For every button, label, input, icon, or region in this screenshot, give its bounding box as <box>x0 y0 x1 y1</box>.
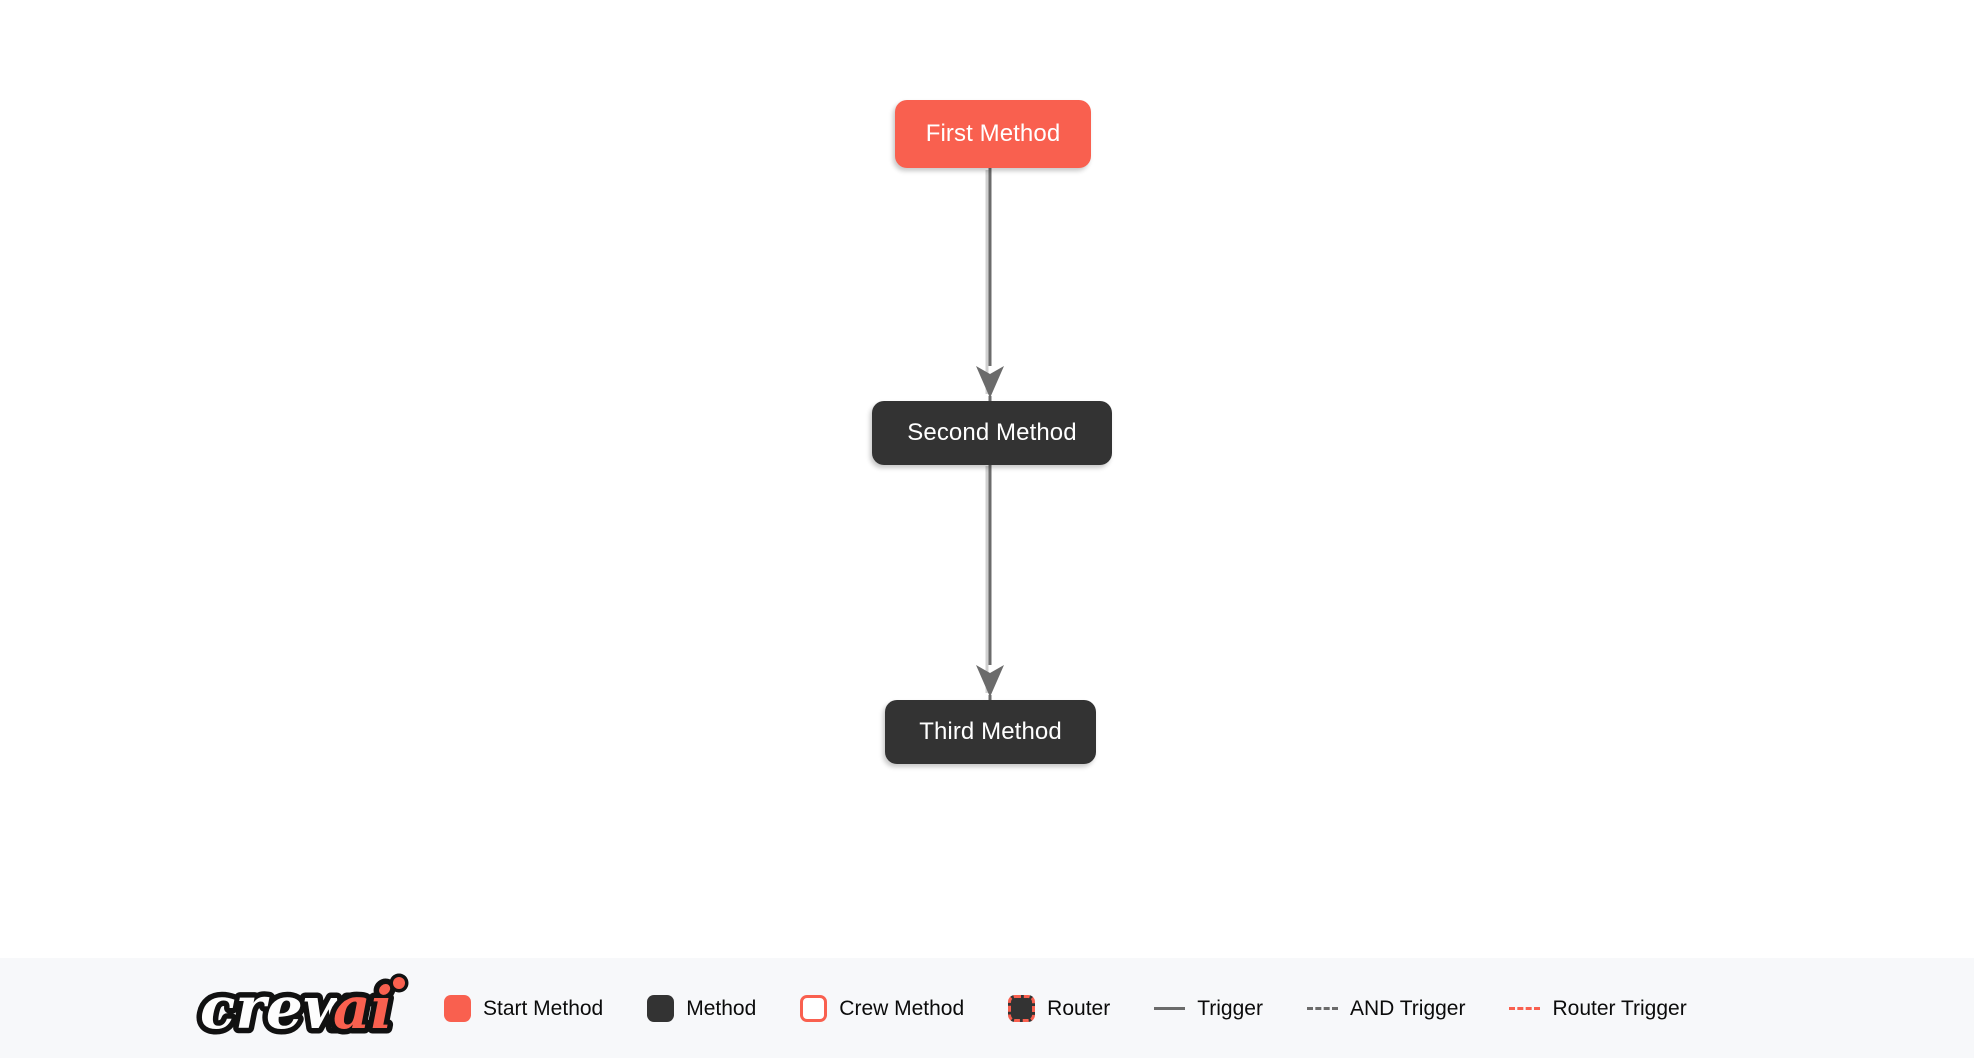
legend-item-label: Method <box>686 996 757 1020</box>
and-trigger-line-icon <box>1306 1006 1338 1010</box>
legend-item-label: Router <box>1047 996 1111 1020</box>
legend-item-label: AND Trigger <box>1349 996 1466 1020</box>
legend-item-crew-method[interactable]: Crew Method <box>800 994 965 1022</box>
legend-item-router[interactable]: Router <box>1008 994 1111 1022</box>
trigger-line-icon <box>1154 1006 1186 1010</box>
legend-item-and-trigger[interactable]: AND Trigger <box>1306 996 1466 1020</box>
legend-item-start-method[interactable]: Start Method <box>444 994 604 1022</box>
legend-item-label: Trigger <box>1197 996 1263 1020</box>
legend-item-label: Crew Method <box>839 996 965 1020</box>
legend-items: Start Method Method Crew Method Router T… <box>444 994 1974 1022</box>
router-trigger-line-icon <box>1509 1006 1541 1010</box>
flow-node-third-method[interactable]: Third Method <box>885 700 1096 764</box>
legend-bar: crew crew ai ai Start Method Method <box>0 958 1974 1058</box>
edge-second-to-third[interactable] <box>976 465 1004 700</box>
legend-item-router-trigger[interactable]: Router Trigger <box>1509 996 1687 1020</box>
svg-text:crew: crew <box>200 974 355 1042</box>
svg-text:ai: ai <box>333 974 393 1042</box>
legend-item-label: Start Method <box>483 996 604 1020</box>
method-swatch-icon <box>647 994 675 1022</box>
start-method-swatch-icon <box>444 994 471 1022</box>
svg-text:crew: crew <box>200 974 355 1042</box>
crewai-logo[interactable]: crew crew ai ai <box>196 970 420 1046</box>
legend-item-method[interactable]: Method <box>647 994 757 1022</box>
flow-node-label: First Method <box>925 120 1061 147</box>
legend-item-label: Router Trigger <box>1552 996 1687 1020</box>
flow-node-first-method[interactable]: First Method <box>895 100 1091 168</box>
edge-first-to-second[interactable] <box>976 168 1004 401</box>
svg-text:ai: ai <box>333 974 393 1042</box>
legend-item-trigger[interactable]: Trigger <box>1154 998 1263 1019</box>
crew-method-swatch-icon <box>800 994 828 1022</box>
router-swatch-icon <box>1008 994 1036 1022</box>
flow-node-second-method[interactable]: Second Method <box>872 401 1112 465</box>
flow-node-label: Second Method <box>907 419 1077 446</box>
flow-node-label: Third Method <box>919 718 1062 745</box>
flow-canvas[interactable]: First Method Second Method Third Method <box>0 0 1974 958</box>
